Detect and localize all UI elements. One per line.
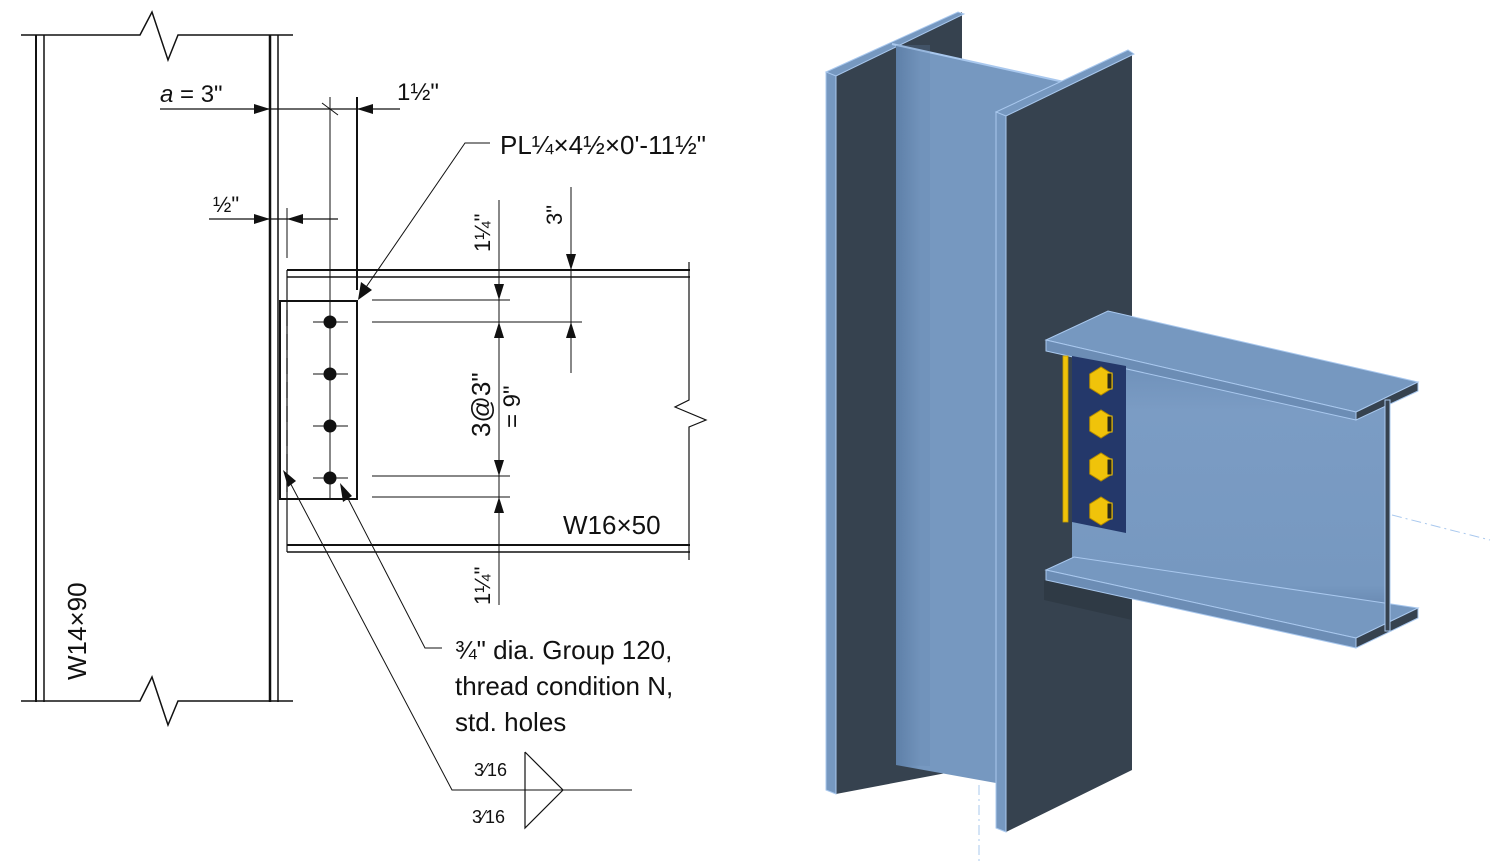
- column-front-flange: [994, 49, 1136, 833]
- beam-centerline: [1391, 514, 1491, 541]
- bolt-note-line3: std. holes: [455, 707, 566, 737]
- bolt-group-3d: [1089, 366, 1113, 526]
- plate-callout: PL¼×4½×0'-11½": [500, 130, 706, 160]
- dim-setback-label: ½": [213, 192, 239, 217]
- dim-top-flange-to-bolt-label: 3": [542, 205, 567, 225]
- column-outline: [21, 10, 293, 728]
- dim-a-label: a = 3": [160, 81, 223, 108]
- bolt-3d: [1089, 496, 1113, 526]
- column-break-bottom: [21, 675, 293, 728]
- dim-bolt-spacing-label: 3@3": [466, 372, 496, 437]
- weld-3d: [1062, 355, 1069, 523]
- weld-symbol: [283, 470, 632, 830]
- beam-break: [673, 262, 708, 560]
- bolt-3d: [1089, 366, 1113, 396]
- dim-top-flange-to-bolt: [566, 187, 576, 373]
- column-break-top: [21, 10, 293, 63]
- bolt-3d: [1089, 409, 1113, 439]
- shear-plate: [279, 300, 358, 500]
- bolt-group: [313, 315, 348, 485]
- column-web: [891, 43, 1065, 790]
- plate-callout-leader: [358, 142, 490, 300]
- bolt-3d: [1089, 452, 1113, 482]
- bolt-note-line2: thread condition N,: [455, 671, 673, 701]
- dim-bottom-edge-label: 1¼": [470, 567, 495, 605]
- bolt: [313, 471, 348, 485]
- weld-size-top: 3⁄16: [474, 760, 507, 780]
- bolt-note-line1: ¾" dia. Group 120,: [455, 635, 672, 665]
- column-label: W14×90: [62, 582, 92, 680]
- bolt-note-leader: [340, 483, 442, 649]
- dim-top-edge-label: 1¼": [470, 214, 495, 252]
- column-back-flange: [824, 11, 966, 795]
- shear-plate-3d: [1072, 356, 1126, 533]
- dim-a: [160, 97, 400, 300]
- bolt: [313, 419, 348, 433]
- dim-bolt-spacing-total: = 9": [499, 385, 526, 428]
- dim-top-edge: [372, 200, 582, 605]
- beam-label: W16×50: [563, 510, 661, 540]
- dim-plate-edge-label: 1½": [397, 79, 439, 106]
- beam-3d: [1044, 310, 1491, 649]
- bolt: [313, 315, 348, 329]
- weld-size-bottom: 3⁄16: [472, 807, 505, 827]
- dim-setback: [209, 208, 338, 258]
- bolt: [313, 367, 348, 381]
- shear-tab-detail-drawing: W14×90 W16×50 a = 3" 1½" ½": [21, 10, 708, 830]
- fillet-weld-icon: [524, 751, 564, 830]
